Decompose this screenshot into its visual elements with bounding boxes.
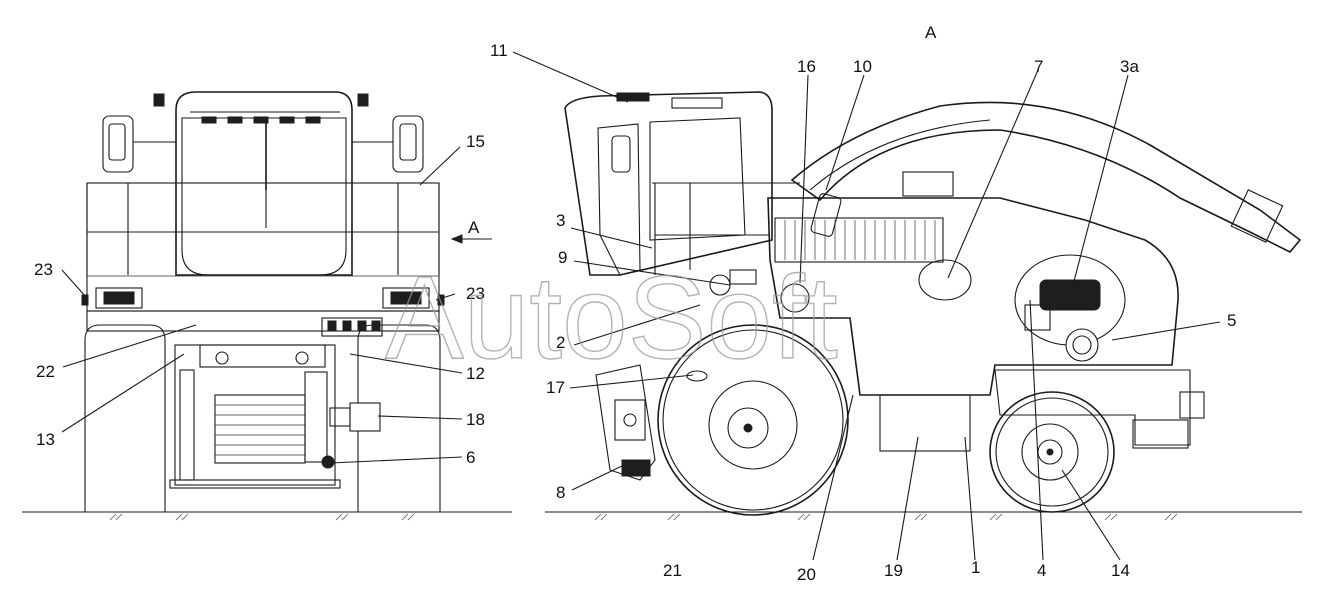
callout-23-right: 23 <box>466 284 485 303</box>
roof-light-bar <box>190 111 340 124</box>
engine-block <box>1014 254 1126 362</box>
mirror-right <box>352 115 424 173</box>
side-view: A <box>564 23 1302 516</box>
front-light-right <box>382 287 430 309</box>
hydraulic-block <box>349 402 381 432</box>
leader-lines <box>61 51 1221 561</box>
ground-line-front-view <box>22 511 512 521</box>
feeder-mechanism <box>169 344 341 489</box>
ground-line-side-view <box>545 511 1302 521</box>
front-left-tyre <box>84 324 166 512</box>
callout-3: 3 <box>556 211 565 230</box>
callout-9: 9 <box>558 248 567 267</box>
callout-6: 6 <box>466 448 475 467</box>
arrow-label-a: A <box>468 218 480 237</box>
front-light-left <box>95 287 143 309</box>
discharge-spout <box>790 101 1302 253</box>
callout-19: 19 <box>884 561 903 580</box>
engine-housing <box>767 197 1179 396</box>
callout-15: 15 <box>466 132 485 151</box>
callout-4: 4 <box>1037 561 1046 580</box>
view-arrow-a <box>450 234 492 244</box>
beacon-left <box>153 93 165 107</box>
rear-steer-wheel <box>989 391 1115 513</box>
callout-13: 13 <box>36 430 55 449</box>
fuel-tank <box>879 394 971 452</box>
view-label-a: A <box>925 23 937 42</box>
callout-10: 10 <box>853 57 872 76</box>
front-right-tyre <box>357 324 441 512</box>
callout-16: 16 <box>797 57 816 76</box>
callout-14: 14 <box>1111 561 1130 580</box>
beacon-right <box>357 93 369 107</box>
callout-17: 17 <box>546 378 565 397</box>
callout-7: 7 <box>1034 57 1043 76</box>
cab-front <box>175 91 353 276</box>
callout-5: 5 <box>1227 311 1236 330</box>
callout-21: 21 <box>663 561 682 580</box>
callout-23-left: 23 <box>34 260 53 279</box>
callout-20: 20 <box>797 565 816 584</box>
callout-12: 12 <box>466 364 485 383</box>
radiator-grille <box>774 217 944 263</box>
callout-22: 22 <box>36 362 55 381</box>
callout-8: 8 <box>556 483 565 502</box>
corn-header <box>595 364 656 481</box>
mirror-left <box>102 115 176 173</box>
callout-11: 11 <box>490 41 508 60</box>
callout-2: 2 <box>556 333 565 352</box>
rear-chassis <box>994 369 1191 446</box>
callouts: 23 23 15 A 22 13 12 18 6 11 16 10 7 3а 3… <box>34 41 1236 584</box>
callout-3a: 3а <box>1120 57 1139 76</box>
callout-18: 18 <box>466 410 485 429</box>
air-intake <box>902 171 954 197</box>
front-view <box>81 91 492 512</box>
callout-1: 1 <box>971 558 980 577</box>
watermark: AutoSoft <box>385 252 838 384</box>
front-drive-wheel <box>657 324 849 516</box>
